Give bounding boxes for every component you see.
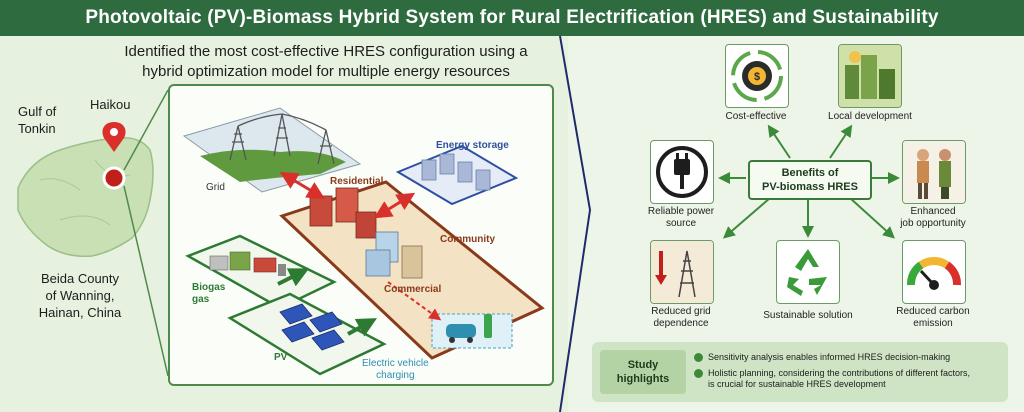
location-line-3: Hainan, China (38, 305, 122, 320)
highlights-tag: Study highlights (600, 350, 686, 394)
svg-text:$: $ (754, 71, 760, 83)
local-development-caption: Local development (828, 111, 912, 122)
haikou-pin-icon (102, 122, 126, 152)
highlights-tag-line-1: Study (627, 359, 659, 371)
sustainable-solution-caption: Sustainable solution (763, 310, 853, 321)
job-opportunity-line-2: job opportunity (900, 218, 966, 229)
zoom-line-top (123, 89, 169, 171)
reduced-grid-line-1: Reduced grid (651, 306, 711, 317)
highlight-item-2-line-2: is crucial for sustainable HRES developm… (708, 379, 886, 389)
plug-icon (656, 146, 708, 198)
pv-label: PV (274, 352, 288, 363)
grid-hills (200, 149, 346, 182)
grid-down-icon (651, 241, 713, 303)
job-opportunity-box (902, 140, 966, 204)
highlight-item-2-line-1: Holistic planning, considering the contr… (708, 368, 970, 378)
carbon-gauge-icon (907, 257, 961, 290)
biogas-label: Biogas gas (192, 282, 225, 306)
gulf-label-line-2: Tonkin (18, 121, 56, 136)
ev-charging-label: Electric vehicle charging (362, 358, 429, 382)
job-opportunity-caption: Enhanced job opportunity (888, 206, 978, 230)
workers-icon (903, 141, 965, 203)
battery-icon (421, 153, 491, 191)
location-line-1: Beida County (40, 271, 120, 286)
location-line-2: of Wanning, (45, 288, 115, 303)
gulf-label: Gulf of Tonkin (18, 103, 56, 137)
highlight-item-1: Sensitivity analysis enables informed HR… (694, 352, 950, 363)
system-inset: Grid Energy storage Residential Communit… (168, 84, 554, 386)
check-icon (694, 369, 703, 378)
page-title: Photovoltaic (PV)-Biomass Hybrid System … (85, 7, 939, 28)
reduced-grid-line-2: dependence (653, 318, 709, 329)
benefits-title-line-1: Benefits of (781, 167, 839, 179)
location-label: Beida County of Wanning, Hainan, China (22, 270, 138, 321)
subtitle-line-2: hybrid optimization model for multiple e… (142, 63, 510, 80)
biogas-label-line-2: gas (192, 294, 210, 305)
reliable-power-box (650, 140, 714, 204)
city-label: Haikou (90, 97, 131, 112)
left-subtitle: Identified the most cost-effective HRES … (96, 42, 556, 82)
panel-divider (559, 35, 592, 412)
study-highlights: Study highlights Sensitivity analysis en… (592, 342, 1008, 402)
reduced-carbon-line-1: Reduced carbon (896, 306, 970, 317)
commercial-label: Commercial (384, 284, 442, 295)
reliable-power-line-2: source (665, 218, 696, 229)
residential-buildings-icon (309, 187, 423, 279)
title-bar: Photovoltaic (PV)-Biomass Hybrid System … (0, 0, 1024, 36)
flow-arrows (277, 171, 442, 337)
highlights-tag-line-2: highlights (616, 373, 670, 385)
location-marker-icon (102, 166, 126, 190)
highlight-item-1-text: Sensitivity analysis enables informed HR… (708, 352, 951, 362)
island-map (17, 137, 154, 258)
subtitle-line-1: Identified the most cost-effective HRES … (124, 43, 528, 60)
reliable-power-line-1: Reliable power (647, 206, 715, 217)
local-development-icon (839, 45, 901, 107)
ev-label-line-1: Electric vehicle (362, 358, 429, 369)
recycle-icon (787, 249, 827, 296)
gulf-label-line-1: Gulf of (18, 104, 57, 119)
cost-effective-box: $ (725, 44, 789, 108)
biogas-label-line-1: Biogas (192, 282, 226, 293)
reduced-carbon-line-2: emission (913, 318, 953, 329)
gear-coin-icon: $ (731, 50, 783, 102)
grid-label: Grid (206, 182, 225, 193)
reduced-carbon-box (902, 240, 966, 304)
system-illustration (182, 107, 545, 376)
solar-panel-icon (279, 303, 345, 351)
local-development-box (838, 44, 902, 108)
ev-car-icon (446, 314, 492, 343)
cost-effective-caption: Cost-effective (725, 111, 787, 122)
residential-label: Residential (330, 176, 384, 187)
storage-plane (395, 144, 519, 206)
reduced-grid-box (650, 240, 714, 304)
job-opportunity-line-1: Enhanced (910, 206, 956, 217)
highlight-item-2: Holistic planning, considering the contr… (694, 368, 970, 390)
highlight-item-2-text: Holistic planning, considering the contr… (708, 368, 970, 390)
power-tower-icon (229, 113, 335, 165)
benefits-center-box: Benefits of PV-biomass HRES (748, 160, 872, 200)
zoom-line-bottom (123, 185, 169, 377)
ev-label-line-2: charging (376, 370, 415, 381)
biogas-plant-icon (209, 251, 286, 276)
benefits-title-line-2: PV-biomass HRES (762, 181, 858, 193)
reliable-power-caption: Reliable power source (636, 206, 726, 230)
reduced-grid-caption: Reduced grid dependence (636, 306, 726, 330)
sustainable-solution-box (776, 240, 840, 304)
energy-storage-label: Energy storage (436, 140, 509, 151)
community-label: Community (440, 234, 495, 245)
check-icon (694, 353, 703, 362)
reduced-carbon-caption: Reduced carbon emission (888, 306, 978, 330)
